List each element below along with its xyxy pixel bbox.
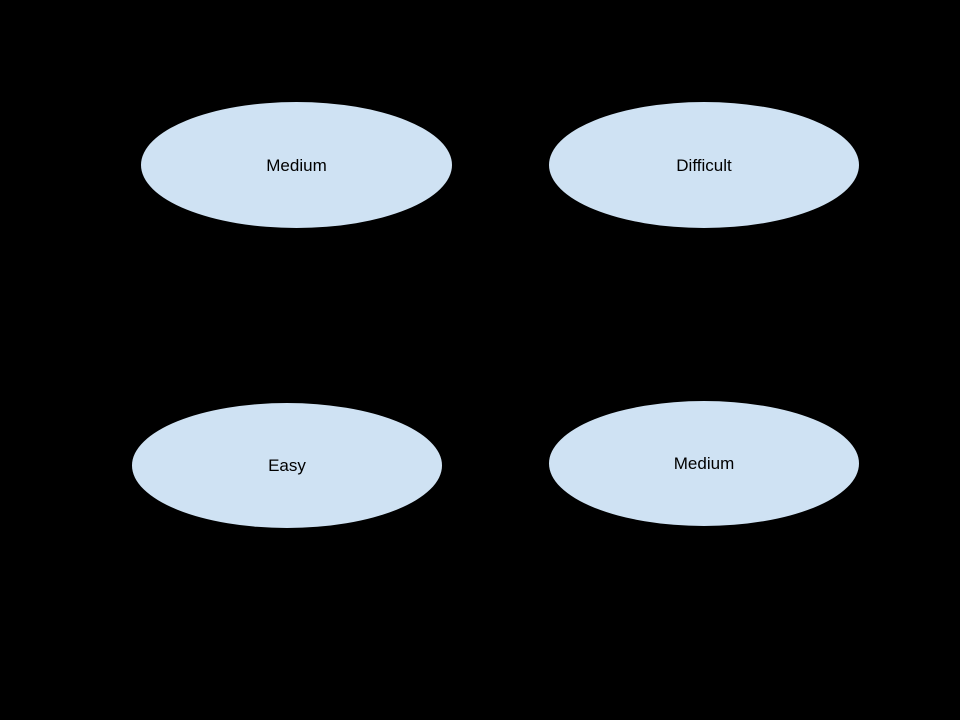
node-top-left-medium[interactable]: Medium xyxy=(140,101,453,229)
node-label: Medium xyxy=(266,155,327,175)
node-bottom-right-medium[interactable]: Medium xyxy=(548,400,860,527)
node-top-right-difficult[interactable]: Difficult xyxy=(548,101,860,229)
node-label: Medium xyxy=(673,454,735,473)
node-label: Difficult xyxy=(676,155,732,175)
node-bottom-left-easy[interactable]: Easy xyxy=(131,402,443,529)
node-label: Easy xyxy=(268,456,306,475)
